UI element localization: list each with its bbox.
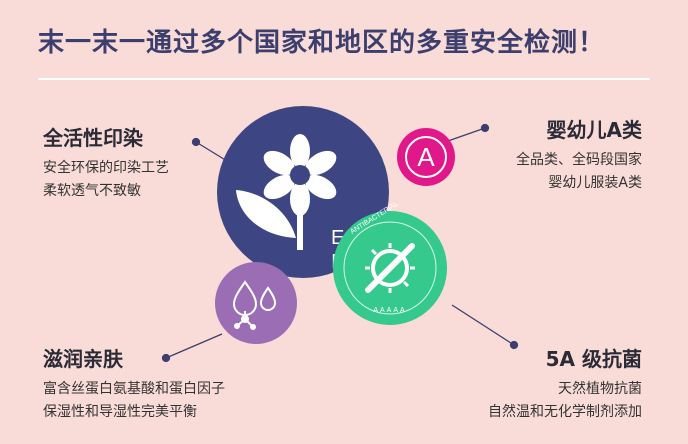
grade-label: AAAAA	[373, 307, 406, 314]
feature-line: 保湿性和导湿性完美平衡	[43, 404, 197, 420]
feature-line: 柔软透气不致敏	[43, 183, 141, 199]
feature-heading: 全活性印染	[43, 126, 143, 150]
feature-heading: 婴幼儿A类	[546, 118, 642, 142]
feature-heading: 5A 级抗菌	[545, 347, 642, 371]
virus-crossed-icon	[365, 243, 415, 293]
connector-lines	[161, 123, 519, 363]
feature-line: 全品类、全码段国家	[516, 152, 642, 168]
feature-dyeing: 全活性印染 安全环保的印染工艺 柔软透气不致敏	[43, 122, 169, 203]
letter-a-icon: A	[417, 142, 435, 172]
feature-baby: 婴幼儿A类 全品类、全码段国家 婴幼儿服装A类	[516, 114, 642, 195]
feature-line: 富含丝蛋白氨基酸和蛋白因子	[43, 381, 225, 397]
antibacterial-badge: ANTIBACTERIAL AAAAA	[333, 201, 447, 325]
page-title: 末一末一通过多个国家和地区的多重安全检测！	[38, 28, 606, 58]
feature-line: 天然植物抗菌	[558, 381, 642, 397]
flower-leaf-icon	[236, 134, 337, 250]
feature-heading: 滋润亲肤	[43, 347, 123, 371]
feature-line: 自然温和无化学制剂添加	[488, 404, 642, 420]
water-drop-molecule-icon	[232, 280, 277, 330]
feature-antibacterial: 5A 级抗菌 天然植物抗菌 自然温和无化学制剂添加	[488, 343, 642, 424]
feature-moist: 滋润亲肤 富含丝蛋白氨基酸和蛋白因子 保湿性和导湿性完美平衡	[43, 343, 225, 424]
title-divider	[38, 78, 650, 80]
a-badge: A	[397, 128, 455, 186]
feature-line: 婴幼儿服装A类	[548, 175, 642, 191]
feature-line: 安全环保的印染工艺	[43, 160, 169, 176]
moist-badge	[215, 262, 297, 344]
